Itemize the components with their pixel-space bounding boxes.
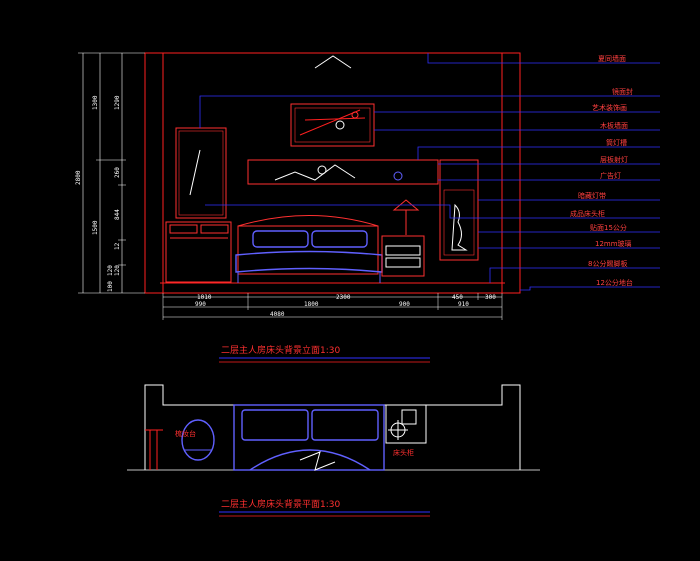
plan-blanket-curve — [249, 449, 371, 471]
callout-label-2: 镜面封 — [612, 87, 633, 96]
callout-label-1: 夏同墙面 — [598, 54, 626, 63]
hdim-row1-2: 2300 — [336, 294, 351, 301]
plan-view: 梳妆台 床头柜 二层主人房床头背景平面1:30 — [127, 384, 540, 517]
callout-label-7: 广告灯 — [600, 171, 621, 180]
leader-5 — [417, 146, 660, 160]
vdim-outer-total: 2800 — [75, 170, 82, 185]
hdim-row1-4: 300 — [485, 294, 496, 301]
vdim-inner-2: 260 — [114, 167, 121, 178]
vdim-bottom-small-2: 100 — [107, 281, 114, 292]
mirror-panel — [175, 127, 227, 219]
callout-label-5: 筒灯槽 — [606, 138, 627, 147]
leader-2 — [199, 95, 660, 128]
callout-leaders — [199, 53, 660, 291]
art-painting-inner — [294, 107, 371, 143]
pillow-right — [311, 230, 368, 248]
vdim-bottom-small-1: 120 — [107, 265, 114, 276]
plan-phone — [401, 409, 417, 425]
vdim-inner-3: 844 — [114, 209, 121, 220]
callout-label-6: 层板射灯 — [600, 155, 628, 164]
hdim-row1-1: 1010 — [197, 294, 212, 301]
art-circle — [335, 120, 345, 130]
callout-label-11: 12mm玻璃 — [595, 239, 632, 248]
vdim-inner-4: 12 — [114, 242, 121, 250]
hdim-row2-2: 1800 — [304, 301, 319, 308]
ceiling-break-mark — [314, 55, 352, 69]
callout-label-8: 暗藏灯带 — [578, 191, 606, 200]
leader-13 — [520, 286, 660, 291]
hdim-row1-3: 450 — [452, 294, 463, 301]
hdim-row3-total: 4080 — [270, 311, 285, 318]
elevation-title: 二层主人房床头背景立面1:30 — [221, 344, 340, 356]
callout-label-12: 8公分踢脚板 — [588, 259, 627, 268]
vdim-inner-5: 120 — [114, 265, 121, 276]
plan-title: 二层主人房床头背景平面1:30 — [221, 498, 340, 510]
plan-label-dressing: 梳妆台 — [175, 429, 196, 438]
nightstand-drawer-2 — [385, 257, 421, 268]
elevation-view: 2800 1300 1500 1290 260 844 12 120 120 1… — [75, 52, 660, 363]
headboard-shelf — [247, 159, 439, 185]
callout-label-10: 贴面15公分 — [590, 223, 627, 232]
plan-bed — [233, 404, 385, 471]
shelf-decor — [274, 164, 356, 181]
right-niche — [439, 159, 479, 261]
elevation-room-outline — [144, 52, 521, 294]
hdim-row2-1: 990 — [195, 301, 206, 308]
plan-nightstand — [385, 404, 427, 444]
vdim-segment-2: 1500 — [92, 220, 99, 235]
leader-12 — [489, 267, 660, 283]
vdim-inner-1: 1290 — [114, 95, 121, 110]
pillow-left — [252, 230, 309, 248]
right-nightstand — [381, 235, 425, 277]
mirror-inner — [178, 130, 224, 216]
bed-headboard — [237, 225, 379, 275]
shelf-decor-circle — [317, 165, 327, 175]
left-drawer-1 — [169, 224, 198, 234]
art-stroke-1 — [299, 109, 361, 136]
callout-label-13: 12公分地台 — [596, 278, 633, 287]
plan-label-nightstand: 床头柜 — [393, 448, 414, 457]
nightstand-drawer-1 — [385, 245, 421, 256]
bed-headboard-top — [237, 215, 379, 227]
leader-9 — [205, 204, 660, 219]
plan-break-mark — [299, 451, 336, 471]
art-circle-2 — [351, 111, 359, 119]
callout-label-3: 艺术装饰画 — [592, 103, 627, 112]
left-drawer-2 — [200, 224, 229, 234]
callout-label-9: 成品床头柜 — [570, 209, 605, 218]
hdim-row2-4: 910 — [458, 301, 469, 308]
mirror-reflection — [189, 149, 201, 196]
right-niche-inner — [443, 189, 475, 256]
leader-1 — [427, 53, 660, 64]
plan-stool — [181, 419, 215, 461]
art-painting-frame — [290, 103, 375, 147]
hdim-row2-3: 900 — [399, 301, 410, 308]
plan-wall-outline — [144, 384, 521, 470]
plan-pillow-right — [311, 409, 379, 441]
left-cabinet — [165, 221, 232, 283]
plan-pillow-left — [241, 409, 309, 441]
callout-label-4: 木板墙面 — [600, 121, 628, 130]
sculpture — [451, 203, 468, 251]
shelf-ornament — [393, 171, 403, 181]
vdim-segment-1: 1300 — [92, 95, 99, 110]
bed-mattress — [235, 250, 383, 273]
